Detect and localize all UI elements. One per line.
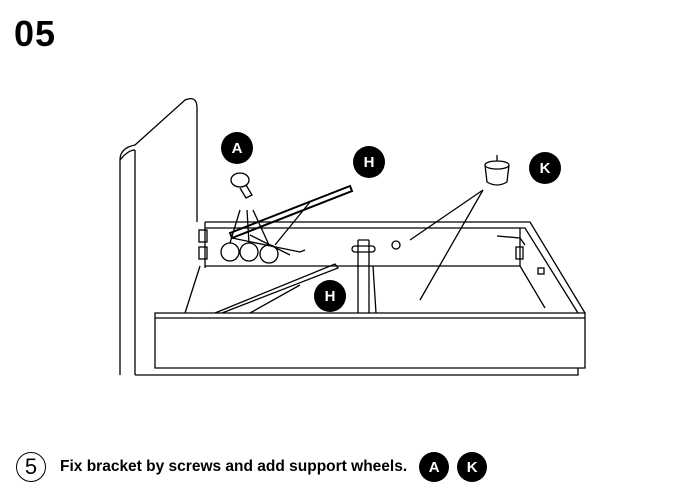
page-title: 05 bbox=[14, 13, 57, 54]
gas-lift-bracket-bottom bbox=[214, 263, 340, 314]
part-badge-k: K bbox=[457, 452, 488, 482]
gas-lift-bracket-top bbox=[220, 184, 354, 264]
part-badge-a: A bbox=[419, 452, 450, 482]
step-text: Fix bracket by screws and add support wh… bbox=[60, 458, 408, 475]
support-wheel-icon bbox=[391, 155, 510, 301]
hardware-fittings bbox=[198, 229, 545, 275]
step-instruction: 5 Fix bracket by screws and add support … bbox=[16, 452, 488, 482]
center-support-beam bbox=[351, 239, 377, 314]
callout-wheel-k: K bbox=[529, 152, 561, 184]
headboard bbox=[119, 97, 198, 375]
callout-bracket-h-top: H bbox=[353, 146, 385, 178]
callout-bracket-h-bottom: H bbox=[314, 280, 346, 312]
step-number: 5 bbox=[16, 452, 46, 482]
screw-icon bbox=[230, 172, 253, 199]
callout-screw-a: A bbox=[221, 132, 253, 164]
bed-frame bbox=[135, 221, 586, 376]
